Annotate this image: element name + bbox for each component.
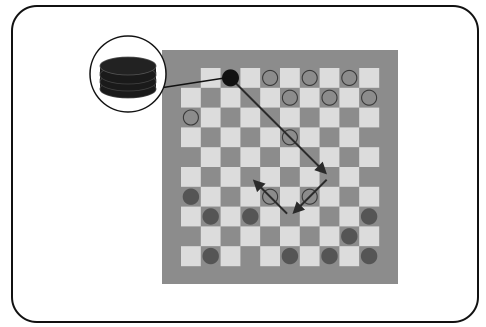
board-square (359, 108, 379, 128)
board-square (280, 226, 300, 246)
board-square (300, 108, 320, 128)
board-square (221, 88, 241, 108)
board-square (300, 127, 320, 147)
board-square (221, 187, 241, 207)
board-square (359, 167, 379, 187)
board-square (201, 147, 221, 167)
board-square (201, 88, 221, 108)
board-square (221, 226, 241, 246)
board-square (359, 187, 379, 207)
board-square (201, 68, 221, 88)
board-square (240, 68, 260, 88)
board-square (300, 167, 320, 187)
board-square (221, 246, 241, 266)
board-square (221, 127, 241, 147)
board-square (240, 246, 260, 266)
board-square (201, 127, 221, 147)
stacked-piece-top (100, 57, 156, 75)
board-square (260, 246, 280, 266)
dark-piece (242, 208, 258, 224)
stacked-checker-pieces-icon (100, 57, 156, 98)
board-square (260, 226, 280, 246)
board-square (240, 226, 260, 246)
board-square (181, 207, 201, 227)
board-square (260, 167, 280, 187)
board-square (280, 147, 300, 167)
board-square (260, 207, 280, 227)
board-square (359, 127, 379, 147)
board-square (280, 108, 300, 128)
board-square (221, 147, 241, 167)
dark-piece (361, 208, 377, 224)
board-square (201, 108, 221, 128)
board-square (359, 147, 379, 167)
board-square (320, 207, 340, 227)
board-square (320, 127, 340, 147)
board-square (339, 147, 359, 167)
board-square (201, 167, 221, 187)
board-square (339, 246, 359, 266)
board-square (221, 207, 241, 227)
board-square (240, 187, 260, 207)
board-square (320, 187, 340, 207)
board-square (201, 226, 221, 246)
board-square (320, 226, 340, 246)
board-square (260, 147, 280, 167)
board-square (339, 207, 359, 227)
dark-piece (183, 189, 199, 205)
dark-piece (321, 248, 337, 264)
board-square (181, 147, 201, 167)
board-square (260, 88, 280, 108)
dark-piece (341, 228, 357, 244)
board-square (339, 108, 359, 128)
board-square (181, 226, 201, 246)
board-square (280, 167, 300, 187)
board-square (339, 88, 359, 108)
board-square (221, 108, 241, 128)
board-square (300, 207, 320, 227)
board-square (240, 127, 260, 147)
board-square (320, 108, 340, 128)
board-square (300, 246, 320, 266)
board-square (280, 68, 300, 88)
board-square (339, 127, 359, 147)
board-square (201, 187, 221, 207)
board-square (339, 167, 359, 187)
dark-piece (282, 248, 298, 264)
board-square (181, 246, 201, 266)
board-square (320, 147, 340, 167)
board-square (300, 88, 320, 108)
board-square (221, 167, 241, 187)
board-square (300, 226, 320, 246)
board-square (320, 68, 340, 88)
board-square (359, 68, 379, 88)
board-square (339, 187, 359, 207)
dark-piece (361, 248, 377, 264)
dark-piece (203, 248, 219, 264)
board-square (359, 226, 379, 246)
board-square (181, 167, 201, 187)
board-square (240, 108, 260, 128)
board-square (240, 147, 260, 167)
board-square (260, 127, 280, 147)
dark-piece (203, 208, 219, 224)
board-square (181, 127, 201, 147)
board-square (280, 187, 300, 207)
board-square (181, 88, 201, 108)
